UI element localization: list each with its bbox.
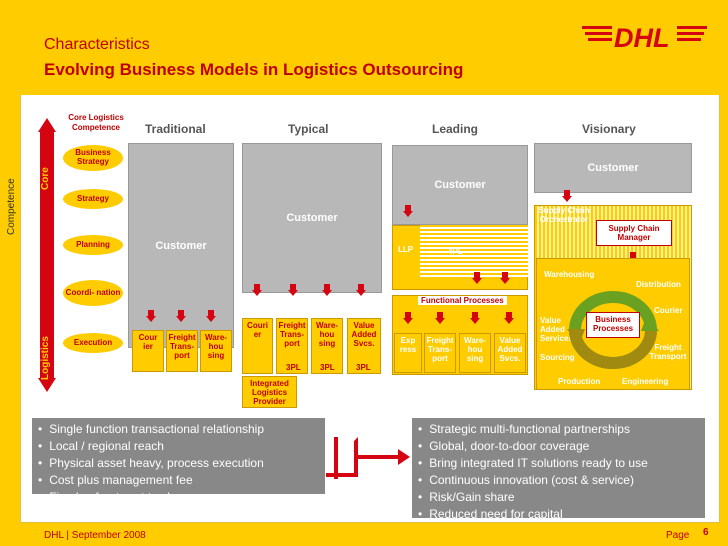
arrow [252,284,262,296]
arrow [176,310,186,322]
arrow [403,312,413,324]
arrow [288,284,298,296]
typ-courier: Couri er [242,318,273,374]
lead-express: Exp ress [394,333,422,373]
svg-text:DHL: DHL [614,23,670,53]
level-planning: Planning [63,235,123,255]
transition-arrow [334,437,338,479]
trad-warehousing: Ware- hou sing [200,330,232,372]
core-logistics-label: Core Logistics Competence [68,113,124,132]
transition-arrow-line [326,437,358,477]
left-bullet: Single function transactional relationsh… [38,421,319,438]
level-execution: Execution [63,333,123,353]
v-production: Production [558,377,601,386]
right-bullet: Global, door-to-door coverage [418,438,699,455]
left-bullets: Single function transactional relationsh… [32,418,325,504]
4pl-label: 4PL [448,247,463,256]
arrow [206,310,216,322]
subtitle: Evolving Business Models in Logistics Ou… [44,60,464,79]
llp-label: LLP [398,245,414,254]
competence-label: Competence [6,178,17,235]
arrow [435,312,445,324]
competence-arrow-up [38,118,56,132]
right-bullet: Bring integrated IT solutions ready to u… [418,455,699,472]
4pl-hatch [420,225,528,277]
left-bullet: Physical asset heavy, process execution [38,455,319,472]
v-value-added: Value Added Services [540,316,573,344]
transition-arrow-head [398,449,410,465]
right-bullet: Strategic multi-functional partnerships [418,421,699,438]
functional-label: Functional Processes [418,296,507,305]
level-coordination: Coordi- nation [63,280,123,306]
logistics-label: Logistics [40,336,51,380]
typical-customer: Customer [242,143,382,293]
v-freight: Freight Transport [649,343,687,362]
business-processes: Business Processes [586,312,640,338]
arrow [504,312,514,324]
visionary-customer: Customer [534,143,692,193]
arrow [562,190,572,202]
v-sourcing: Sourcing [540,353,575,362]
competence-arrow-down [38,378,56,392]
arrow [403,205,413,217]
transition-arrow-shaft [358,455,400,459]
lead-warehousing: Ware- hou sing [459,333,491,373]
arrow [472,272,482,284]
col-traditional: Traditional [145,122,206,136]
title: Characteristics [44,36,150,53]
typ-warehousing: Ware- hou sing [311,318,343,374]
v-distribution: Distribution [636,280,681,289]
arrow [500,272,510,284]
arrow [356,284,366,296]
right-bullet: Continuous innovation (cost & service) [418,472,699,489]
lead-value-added: Value Added Svcs. [494,333,526,373]
trad-freight: Freight Trans- port [166,330,198,372]
business-process-cycle-icon [567,291,659,369]
typ-value-added: Value Added Svcs. [347,318,381,374]
v-warehousing: Warehousing [544,270,595,279]
left-bullet: Cost plus management fee [38,472,319,489]
footer-page-label: Page [666,530,690,541]
right-bullet: Risk/Gain share [418,489,699,506]
right-bullets: Strategic multi-functional partnerships … [412,418,705,521]
arrow [470,312,480,324]
col-typical: Typical [288,122,329,136]
competence-bar [40,130,54,380]
supply-chain-orchestrator: Supply Chain Orchestrator [538,206,590,224]
dhl-logo: DHL [582,23,707,53]
core-label: Core [40,167,51,190]
level-business-strategy: Business Strategy [63,145,123,171]
col-visionary: Visionary [582,122,636,136]
typ-3pl-1: 3PL [286,363,301,372]
arrow [146,310,156,322]
left-bullet: Local / regional reach [38,438,319,455]
footer-bar [0,525,728,546]
v-courier: Courier [654,306,683,315]
footer-page-number: 6 [703,527,709,538]
trad-courier: Cour ier [132,330,164,372]
integrated-logistics-provider: Integrated Logistics Provider [242,376,297,408]
leading-customer: Customer [392,145,528,225]
v-engineering: Engineering [622,377,669,386]
typ-3pl-3: 3PL [356,363,371,372]
left-bullet: Fixed upfront cost to change [38,489,319,506]
typ-3pl-2: 3PL [320,363,335,372]
header-bar [0,0,728,95]
supply-chain-manager: Supply Chain Manager [596,220,672,246]
footer-left: DHL | September 2008 [44,530,146,541]
arrow [322,284,332,296]
right-bullet: Reduced need for capital [418,506,699,523]
lead-freight: Freight Trans- port [424,333,456,373]
col-leading: Leading [432,122,479,136]
typ-freight: Freight Trans- port [276,318,308,374]
level-strategy: Strategy [63,189,123,209]
